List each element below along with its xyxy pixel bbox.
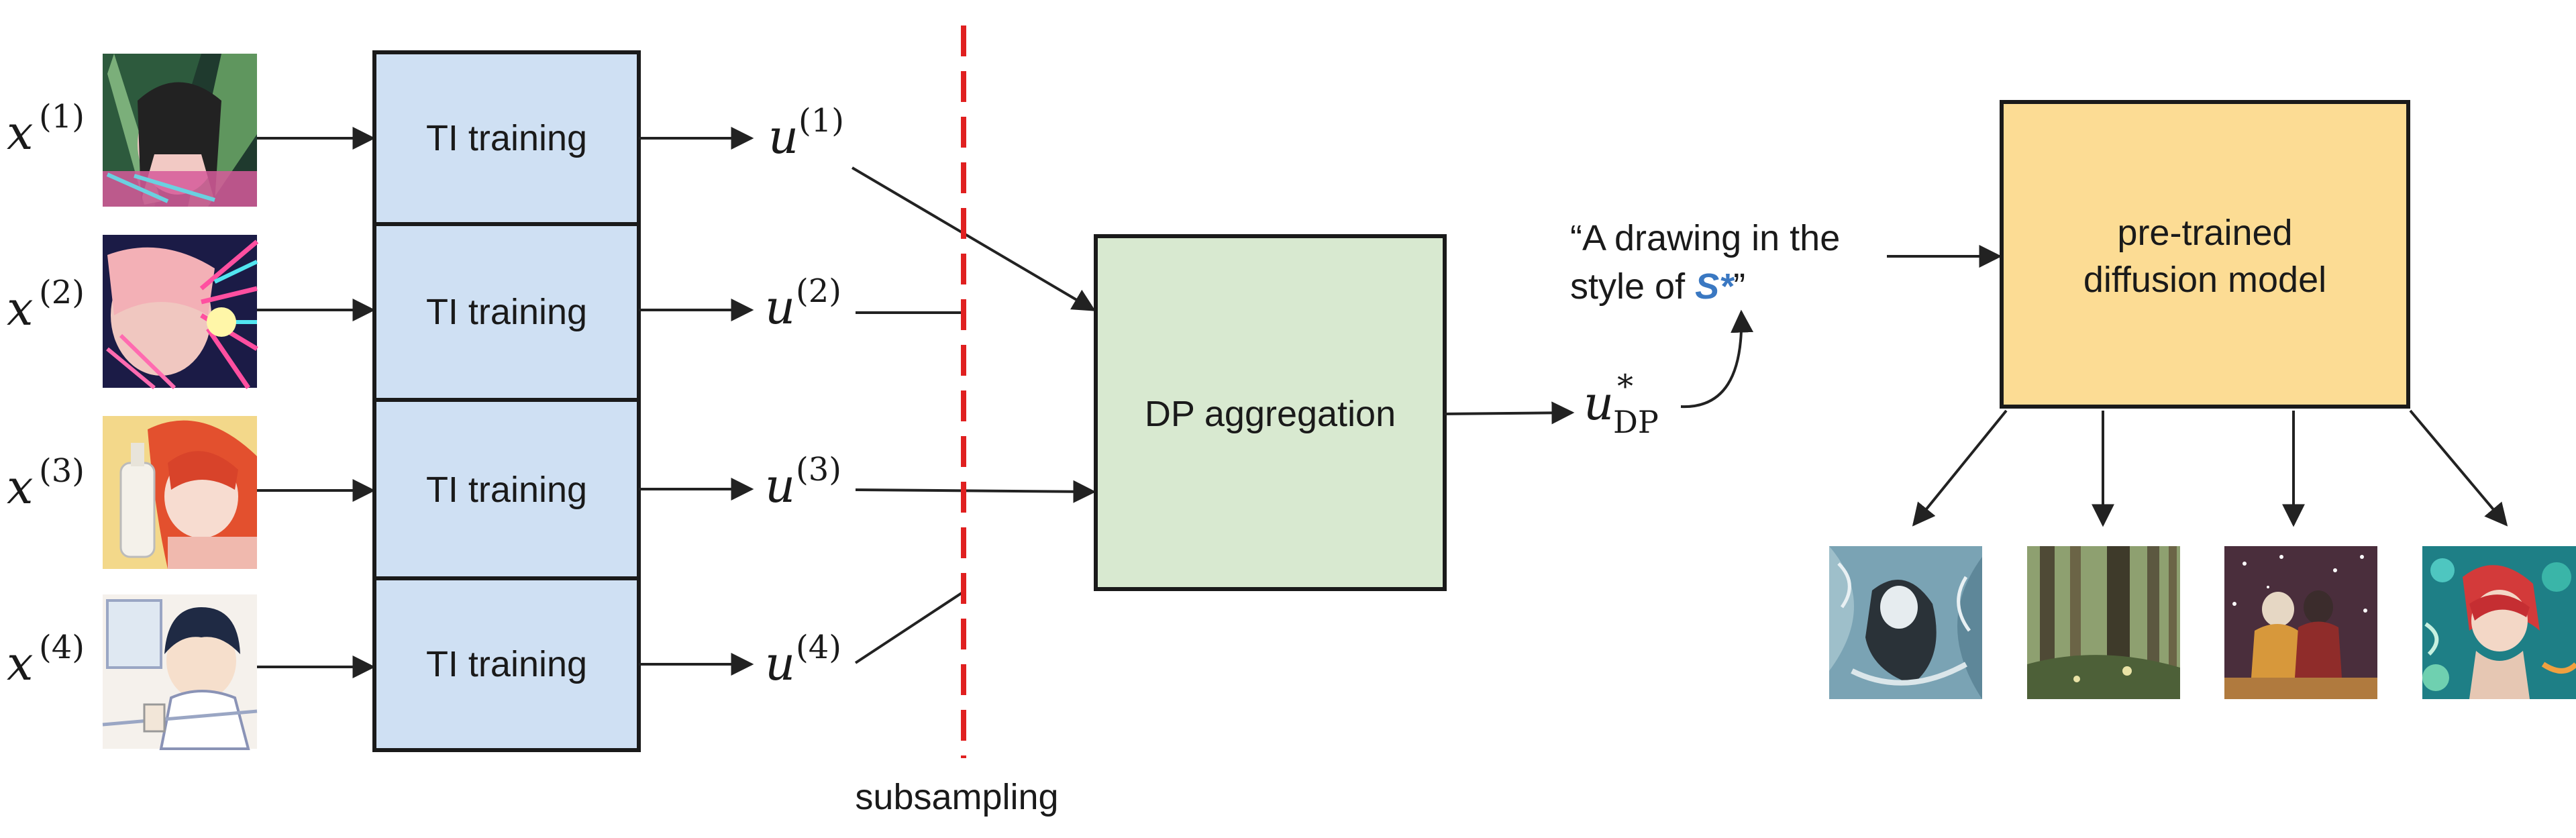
prompt-text: “A drawing in the style of S*” <box>1570 218 1840 307</box>
model-to-output-arrows <box>1912 409 2508 527</box>
svg-text:(4): (4) <box>39 629 85 666</box>
svg-text:style of S*”: style of S*” <box>1570 266 1745 307</box>
prompt-token: S* <box>1695 266 1735 307</box>
svg-text:*: * <box>1617 368 1633 405</box>
svg-text:TI training: TI training <box>426 292 587 332</box>
output-image-2 <box>2027 546 2180 699</box>
input-image-4 <box>102 594 258 750</box>
svg-text:(4): (4) <box>796 629 841 666</box>
svg-text:diffusion model: diffusion model <box>2083 260 2326 300</box>
input-image-2 <box>103 235 259 390</box>
svg-text:(1): (1) <box>798 102 844 140</box>
svg-text:u: u <box>765 458 795 513</box>
svg-text:x: x <box>7 105 33 160</box>
svg-text:u: u <box>765 636 795 691</box>
svg-text:TI training: TI training <box>426 118 587 158</box>
svg-text:u: u <box>765 280 795 335</box>
output-image-1 <box>1829 546 1982 699</box>
line-u4-stopped <box>854 590 965 664</box>
svg-text:(1): (1) <box>39 98 85 136</box>
ti-training-box-2: TI training <box>372 222 641 402</box>
embedding-label-4: u (4) <box>765 629 841 691</box>
arrow-model-to-output-1 <box>1912 409 2008 527</box>
arrow-u1-to-aggregation <box>851 166 1096 311</box>
input-label-1: x (1) <box>7 98 85 160</box>
svg-text:u: u <box>1584 376 1614 431</box>
svg-text:x: x <box>7 636 33 691</box>
training-to-embedding-arrows <box>639 127 754 676</box>
input-label-4: x (4) <box>7 629 85 691</box>
arrow-output-to-prompt <box>1680 309 1754 409</box>
input-image-3 <box>103 416 257 569</box>
embedding-label-3: u (3) <box>765 451 841 513</box>
svg-text:“A drawing in the: “A drawing in the <box>1570 218 1840 258</box>
svg-text:(3): (3) <box>796 451 841 488</box>
embedding-connectors <box>851 166 1096 664</box>
output-image-3 <box>2224 546 2377 699</box>
output-image-4 <box>2422 546 2576 699</box>
dp-embedding-label: u * DP <box>1584 368 1659 440</box>
svg-text:pre-trained: pre-trained <box>2117 213 2292 253</box>
svg-text:TI training: TI training <box>426 470 587 510</box>
svg-text:x: x <box>7 460 33 515</box>
image-to-training-arrows <box>257 127 376 678</box>
ti-training-box-3: TI training <box>372 398 641 580</box>
svg-text:DP: DP <box>1613 404 1659 440</box>
svg-text:DP aggregation: DP aggregation <box>1145 394 1396 434</box>
input-label-2: x (2) <box>7 274 85 336</box>
arrow-model-to-output-4 <box>2409 409 2508 527</box>
svg-text:u: u <box>768 109 798 164</box>
svg-text:x: x <box>7 281 33 336</box>
input-label-3: x (3) <box>7 452 85 515</box>
arrow-aggregation-to-output <box>1444 401 1575 425</box>
embedding-label-2: u (2) <box>765 272 841 335</box>
svg-text:(3): (3) <box>39 452 85 490</box>
embedding-label-1: u (1) <box>768 102 844 164</box>
svg-text:(2): (2) <box>39 274 85 311</box>
ti-training-box-4: TI training <box>372 576 641 752</box>
subsampling-label: subsampling <box>855 777 1058 817</box>
svg-text:TI training: TI training <box>426 644 587 684</box>
ti-training-box-1: TI training <box>372 50 641 226</box>
input-image-1 <box>103 54 257 207</box>
dp-aggregation-box: DP aggregation <box>1094 234 1447 591</box>
arrow-u3-to-aggregation <box>855 480 1096 503</box>
diffusion-model-box: pre-trained diffusion model <box>2000 100 2410 409</box>
svg-text:(2): (2) <box>796 272 841 310</box>
